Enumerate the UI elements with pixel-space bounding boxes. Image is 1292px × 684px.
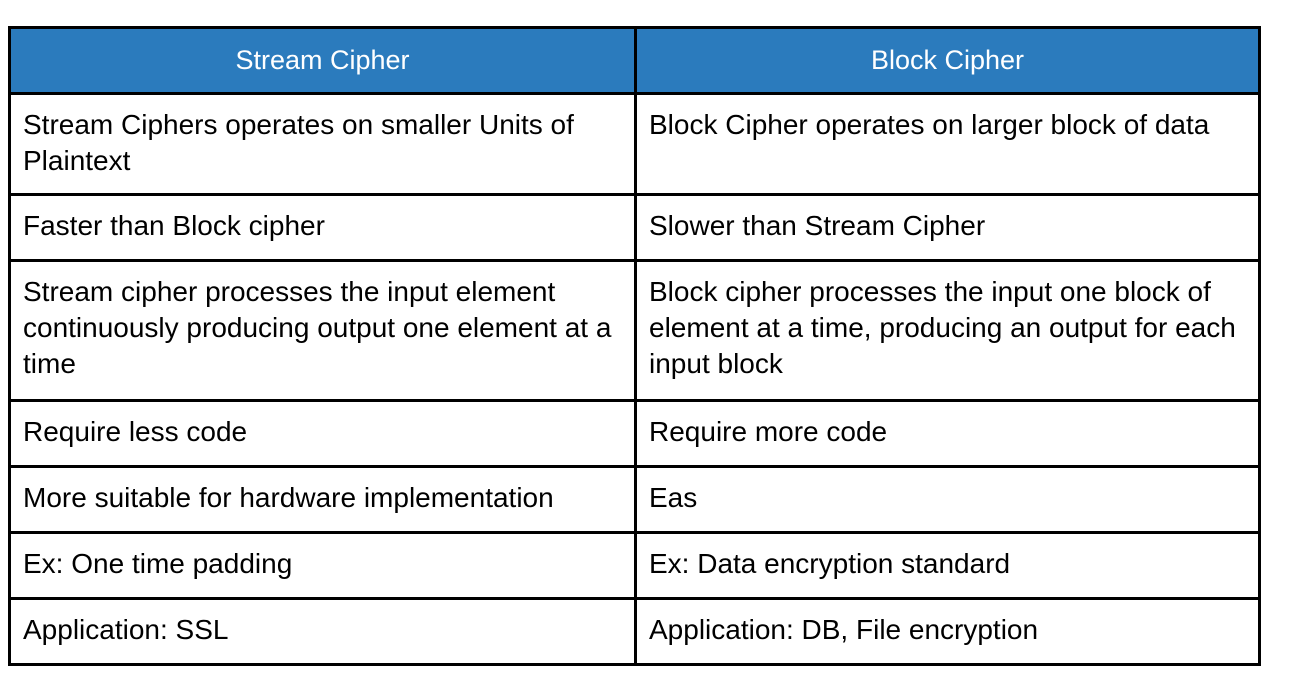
table-row: Application: SSL Application: DB, File e… bbox=[8, 597, 1261, 666]
cell-stream-1: Stream Ciphers operates on smaller Units… bbox=[8, 92, 637, 196]
cipher-comparison-table: Stream Cipher Block Cipher Stream Cipher… bbox=[8, 26, 1261, 666]
table-row: More suitable for hardware implementatio… bbox=[8, 465, 1261, 534]
column-header-block-cipher: Block Cipher bbox=[634, 26, 1261, 95]
table-header-row: Stream Cipher Block Cipher bbox=[8, 26, 1261, 95]
cell-block-7: Application: DB, File encryption bbox=[634, 597, 1261, 666]
cell-stream-2: Faster than Block cipher bbox=[8, 193, 637, 262]
cell-block-4: Require more code bbox=[634, 399, 1261, 468]
column-header-stream-cipher: Stream Cipher bbox=[8, 26, 637, 95]
cell-stream-3: Stream cipher processes the input elemen… bbox=[8, 259, 637, 402]
table-row: Require less code Require more code bbox=[8, 399, 1261, 468]
cell-block-1: Block Cipher operates on larger block of… bbox=[634, 92, 1261, 196]
table-body: Stream Ciphers operates on smaller Units… bbox=[8, 92, 1261, 666]
cell-block-6: Ex: Data encryption standard bbox=[634, 531, 1261, 600]
table-header: Stream Cipher Block Cipher bbox=[8, 26, 1261, 95]
table-row: Ex: One time padding Ex: Data encryption… bbox=[8, 531, 1261, 600]
cell-stream-5: More suitable for hardware implementatio… bbox=[8, 465, 637, 534]
cell-block-2: Slower than Stream Cipher bbox=[634, 193, 1261, 262]
cell-block-5: Eas bbox=[634, 465, 1261, 534]
cell-block-3: Block cipher processes the input one blo… bbox=[634, 259, 1261, 402]
cell-stream-6: Ex: One time padding bbox=[8, 531, 637, 600]
table-row: Stream cipher processes the input elemen… bbox=[8, 259, 1261, 402]
table-row: Faster than Block cipher Slower than Str… bbox=[8, 193, 1261, 262]
cell-stream-4: Require less code bbox=[8, 399, 637, 468]
table-row: Stream Ciphers operates on smaller Units… bbox=[8, 92, 1261, 196]
cell-stream-7: Application: SSL bbox=[8, 597, 637, 666]
